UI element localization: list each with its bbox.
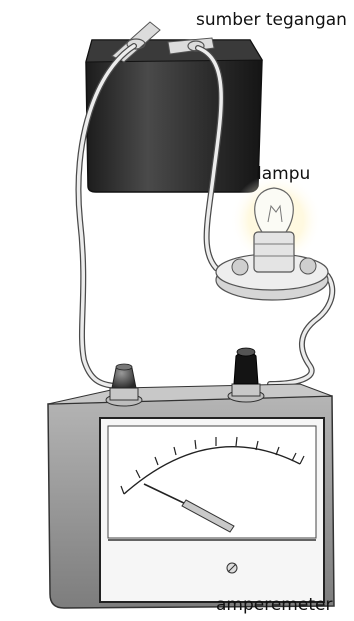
- ammeter-label: amperemeter: [216, 597, 332, 614]
- lamp-screw-right: [300, 258, 316, 274]
- lamp: [216, 174, 328, 300]
- ammeter-terminal-right: [228, 348, 264, 402]
- lamp-label: lampu: [257, 166, 310, 183]
- battery: [86, 22, 262, 192]
- lamp-screw-left: [232, 259, 248, 275]
- ammeter: [48, 348, 334, 608]
- voltage-source-label: sumber tegangan: [196, 12, 347, 29]
